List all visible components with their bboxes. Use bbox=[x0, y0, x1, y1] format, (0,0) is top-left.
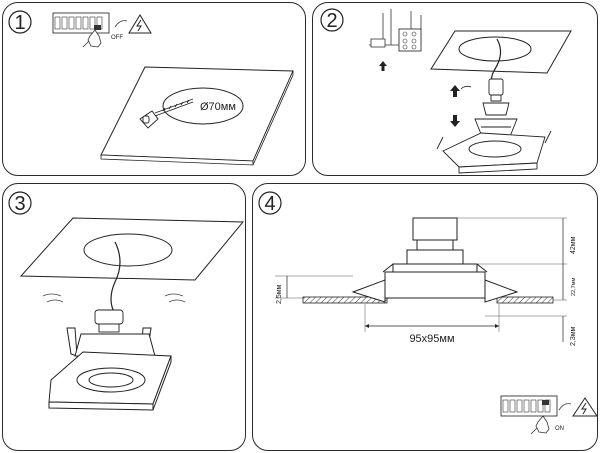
switch-on-label: ON bbox=[555, 426, 564, 432]
width-label: 95x95мм bbox=[409, 333, 454, 345]
height-top-label: 42мм bbox=[570, 236, 577, 254]
gu10-connector bbox=[488, 78, 504, 102]
turn-arrow bbox=[558, 403, 572, 411]
lightning-warning-icon bbox=[128, 14, 152, 34]
step-3-badge bbox=[8, 191, 32, 215]
step-2-panel: 2 bbox=[312, 2, 598, 176]
step-2-badge bbox=[320, 8, 344, 32]
terminal-block bbox=[369, 9, 422, 52]
hole-diameter-label: Ø70мм bbox=[200, 101, 236, 113]
hand-icon bbox=[82, 29, 102, 48]
side-height-label: 2,5мм bbox=[276, 284, 283, 304]
step-1-panel: 1 OFF Ø70мм bbox=[2, 2, 306, 176]
keyhole-saw-icon bbox=[139, 98, 194, 129]
circuit-breaker-off bbox=[52, 12, 110, 34]
spring-motion-marks bbox=[42, 293, 186, 303]
turn-arrow bbox=[114, 20, 128, 28]
arrow-up-icon bbox=[379, 61, 387, 71]
step-3-panel: 3 bbox=[2, 183, 246, 451]
height-dimensions bbox=[286, 218, 564, 342]
cutout-height-label: 22,7мм bbox=[571, 278, 577, 296]
arrow-up-icon bbox=[450, 85, 472, 97]
width-dimension: 95x95мм bbox=[365, 324, 499, 345]
switch-off-label: OFF bbox=[111, 35, 123, 41]
height-bottom-label: 2,3мм bbox=[570, 326, 577, 346]
gu10-connector bbox=[94, 309, 124, 333]
step-1-number: 1 bbox=[14, 12, 25, 34]
lamp-housing bbox=[351, 217, 519, 303]
step-1-drawing: 1 OFF Ø70мм bbox=[8, 10, 294, 166]
step-3-drawing: 3 bbox=[8, 191, 245, 411]
step-4-drawing: 4 95x95мм bbox=[258, 191, 597, 435]
dimension-guides bbox=[275, 217, 567, 332]
fixture-frame bbox=[48, 333, 172, 411]
supply-cable bbox=[110, 241, 121, 315]
lightning-warning-icon bbox=[572, 397, 597, 417]
step-1-badge bbox=[8, 10, 32, 34]
step-2-drawing: 2 bbox=[320, 8, 572, 174]
step-3-number: 3 bbox=[14, 193, 25, 215]
circuit-breaker-on bbox=[500, 395, 558, 417]
step-4-badge bbox=[258, 191, 282, 215]
step-4-number: 4 bbox=[264, 193, 275, 215]
fixture-frame bbox=[436, 130, 552, 174]
hand-icon bbox=[530, 415, 550, 435]
arrow-down-icon bbox=[450, 115, 460, 127]
cutout-hole bbox=[458, 36, 532, 62]
step-2-number: 2 bbox=[326, 10, 337, 32]
cutout-hole bbox=[83, 233, 173, 267]
step-4-panel: 4 95x95мм bbox=[252, 183, 598, 451]
cutout-hole bbox=[162, 87, 244, 125]
